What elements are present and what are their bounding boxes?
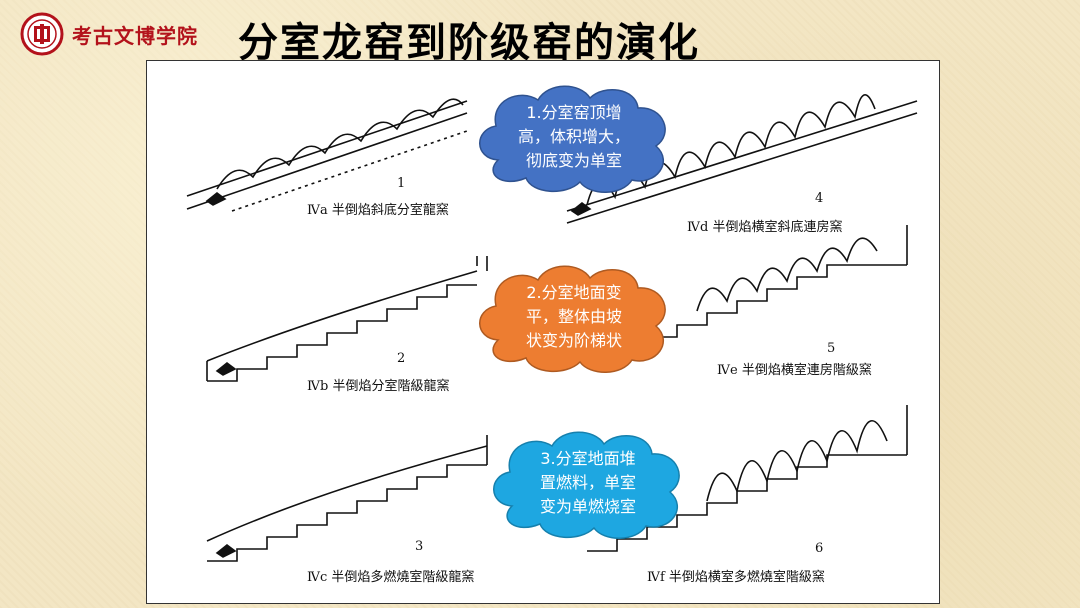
panel-caption-6: Ⅳf 半倒焰横室多燃燒室階級窯 <box>647 570 825 585</box>
panel-caption-1: Ⅳa 半倒焰斜底分室龍窯 <box>307 203 449 218</box>
panel-caption-3: Ⅳc 半倒焰多燃燒室階級龍窯 <box>307 570 475 585</box>
kiln-sketch-6 <box>587 405 908 552</box>
callout-text-1: 1.分室窑顶增 高，体积增大， 彻底变为单室 <box>517 103 630 170</box>
school-logo <box>20 12 64 56</box>
panel-number-2: 2 <box>397 351 406 366</box>
panel-number-4: 4 <box>815 191 824 206</box>
panel-number-1: 1 <box>397 176 406 191</box>
callout-cloud-3: 3.分室地面堆 置燃料，单室 变为单燃烧室 <box>482 424 694 542</box>
panel-number-6: 6 <box>815 541 824 556</box>
panel-caption-2: Ⅳb 半倒焰分室階級龍窯 <box>307 379 450 394</box>
panel-number-3: 3 <box>415 539 424 554</box>
callout-text-2: 2.分室地面变 平，整体由坡 状变为阶梯状 <box>525 283 622 350</box>
kiln-sketches <box>186 94 918 562</box>
callout-cloud-2: 2.分室地面变 平，整体由坡 状变为阶梯状 <box>468 258 680 376</box>
kiln-sketch-1 <box>186 98 468 212</box>
panel-caption-5: Ⅳe 半倒焰横室連房階級窯 <box>717 363 872 378</box>
cloud-shape-1 <box>479 85 666 193</box>
kiln-sketch-2 <box>206 256 488 382</box>
cloud-shape-3 <box>493 431 680 539</box>
page-title: 分室龙窑到阶级窑的演化 <box>238 20 700 66</box>
kiln-sketch-3 <box>206 435 488 562</box>
panel-caption-4: Ⅳd 半倒焰横室斜底連房窯 <box>687 220 843 235</box>
cloud-shape-2 <box>479 265 666 373</box>
callout-cloud-1: 1.分室窑顶增 高，体积增大， 彻底变为单室 <box>468 78 680 196</box>
callout-text-3: 3.分室地面堆 置燃料，单室 变为单燃烧室 <box>539 449 636 516</box>
panel-number-5: 5 <box>827 341 836 356</box>
kiln-sketch-4 <box>566 94 918 224</box>
school-name: 考古文博学院 <box>72 24 198 48</box>
